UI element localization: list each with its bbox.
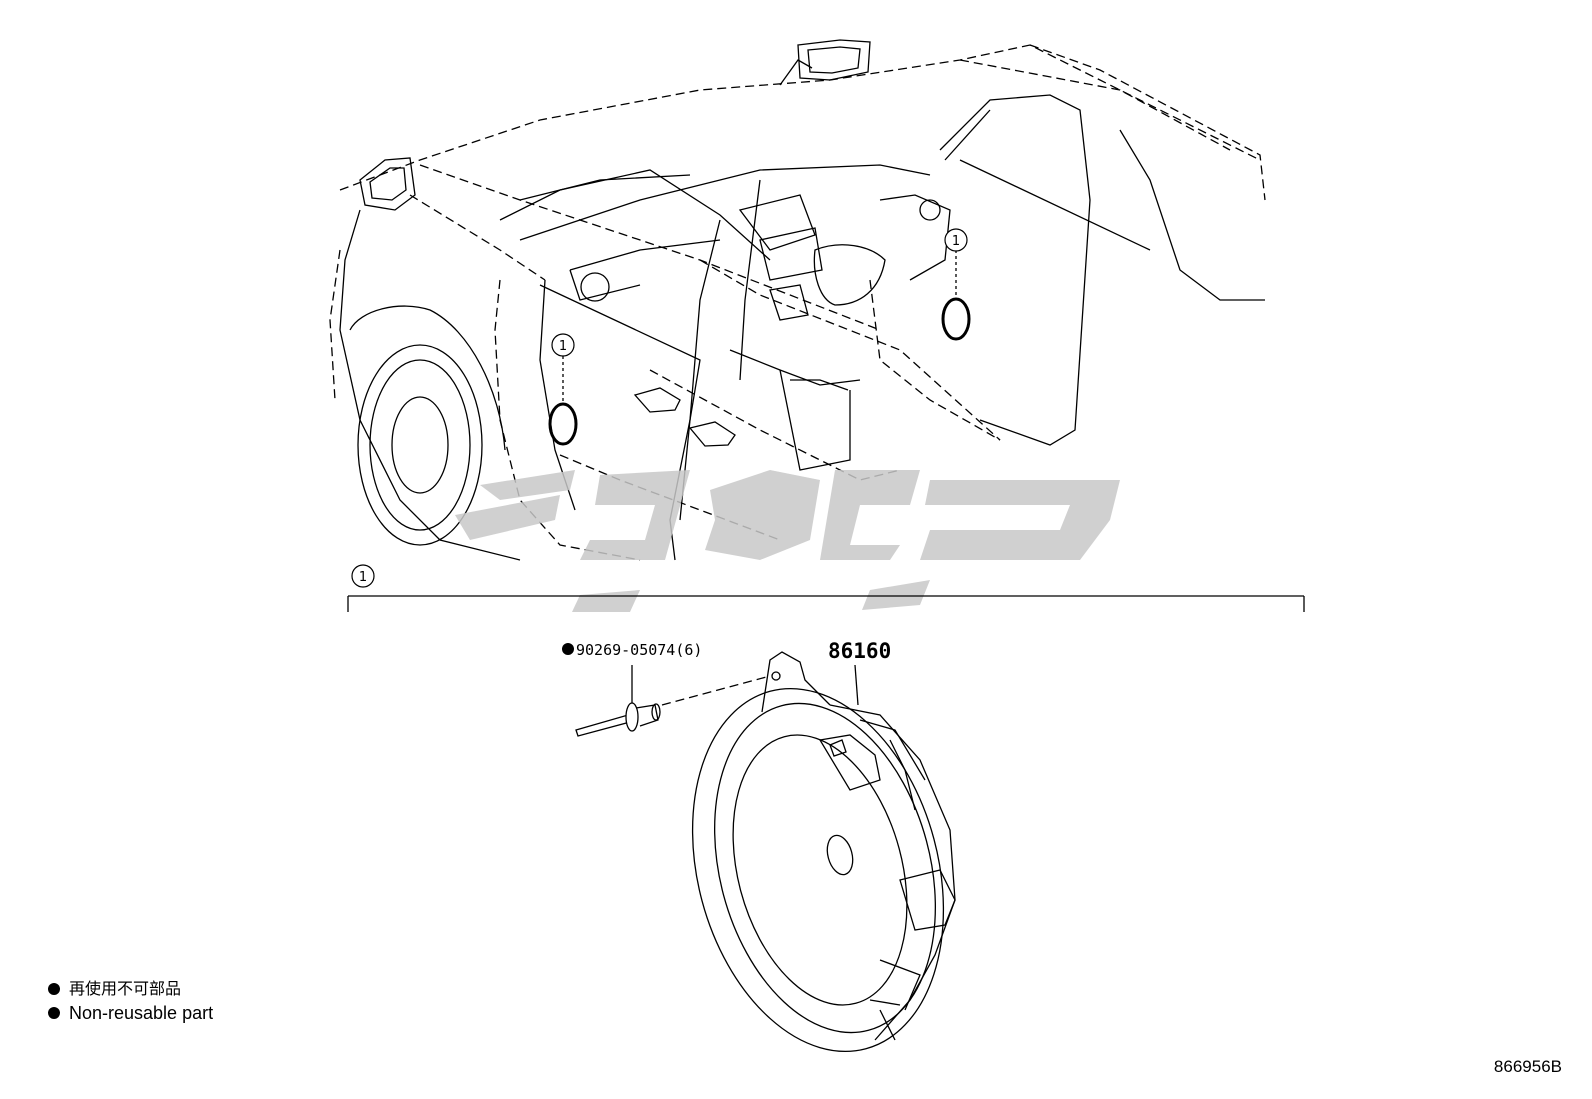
watermark-logo: [455, 470, 1120, 612]
assembly-callout: 1: [351, 564, 375, 588]
legend: 再使用不可部品 Non-reusable part: [48, 977, 213, 1025]
svg-text:90269-05074(6): 90269-05074(6): [576, 641, 702, 659]
legend-jp-label: 再使用不可部品: [69, 979, 182, 998]
assembly-bracket: [347, 595, 1305, 612]
callout-marker-right: 1: [944, 228, 968, 252]
vehicle-illustration: [329, 39, 1266, 561]
svg-text:86160: 86160: [828, 639, 891, 663]
svg-text:1: 1: [359, 570, 367, 585]
svg-text:1: 1: [559, 339, 567, 354]
svg-text:1: 1: [952, 234, 960, 249]
legend-row-en: Non-reusable part: [48, 1001, 213, 1025]
bullet-icon: [48, 983, 60, 995]
speaker-part: [691, 651, 956, 1053]
figure-code: 866956B: [1493, 1057, 1562, 1076]
speaker-label: 86160: [828, 639, 891, 663]
rivet-label: 90269-05074(6): [562, 641, 702, 659]
rivet-part: [575, 665, 771, 737]
legend-row-jp: 再使用不可部品: [48, 977, 213, 1001]
callout-marker-left: 1: [551, 333, 575, 357]
legend-en-label: Non-reusable part: [69, 1003, 214, 1023]
bullet-icon: [48, 1007, 60, 1019]
